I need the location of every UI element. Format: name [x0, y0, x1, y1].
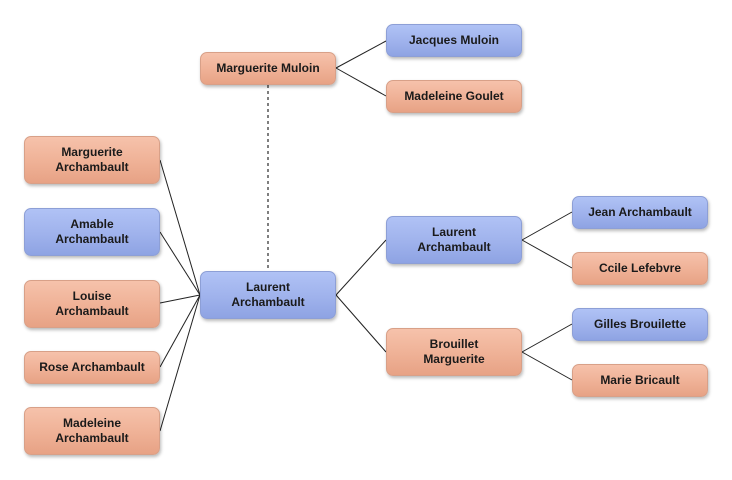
- spouse-mother-name: Madeleine Goulet: [404, 89, 504, 103]
- maternal-grandmother-node[interactable]: Marie Bricault: [572, 364, 708, 397]
- spouse-name: Marguerite Muloin: [216, 61, 320, 75]
- connector-paternal-grandmother: [521, 239, 573, 269]
- connector-child-1: [159, 159, 201, 296]
- connector-spouse-father: [335, 40, 387, 69]
- connector-maternal-grandfather: [521, 323, 573, 353]
- connector-maternal-grandmother: [521, 351, 573, 381]
- paternal-grandmother-node[interactable]: Ccile Lefebvre: [572, 252, 708, 285]
- spouse-node[interactable]: Marguerite Muloin: [200, 52, 336, 85]
- spouse-father-name: Jacques Muloin: [408, 33, 500, 47]
- paternal-grandfather-name: Jean Archambault: [588, 205, 692, 219]
- paternal-grandfather-node[interactable]: Jean Archambault: [572, 196, 708, 229]
- connector-child-3: [159, 294, 201, 304]
- maternal-grandmother-name: Marie Bricault: [600, 373, 680, 387]
- child-node-4[interactable]: Rose Archambault: [24, 351, 160, 384]
- connector-father: [335, 239, 387, 296]
- paternal-grandmother-name: Ccile Lefebvre: [598, 261, 682, 275]
- connector-paternal-grandfather: [521, 211, 573, 241]
- maternal-grandfather-name: Gilles Brouilette: [593, 317, 687, 331]
- spouse-mother-node[interactable]: Madeleine Goulet: [386, 80, 522, 113]
- connector-mother: [335, 294, 387, 353]
- connector-spouse-mother: [335, 67, 387, 97]
- maternal-grandfather-node[interactable]: Gilles Brouilette: [572, 308, 708, 341]
- connector-child-2: [159, 231, 201, 296]
- connector-child-4: [159, 294, 201, 368]
- child-name: Rose Archambault: [39, 360, 145, 374]
- spouse-father-node[interactable]: Jacques Muloin: [386, 24, 522, 57]
- connector-child-5: [159, 294, 201, 432]
